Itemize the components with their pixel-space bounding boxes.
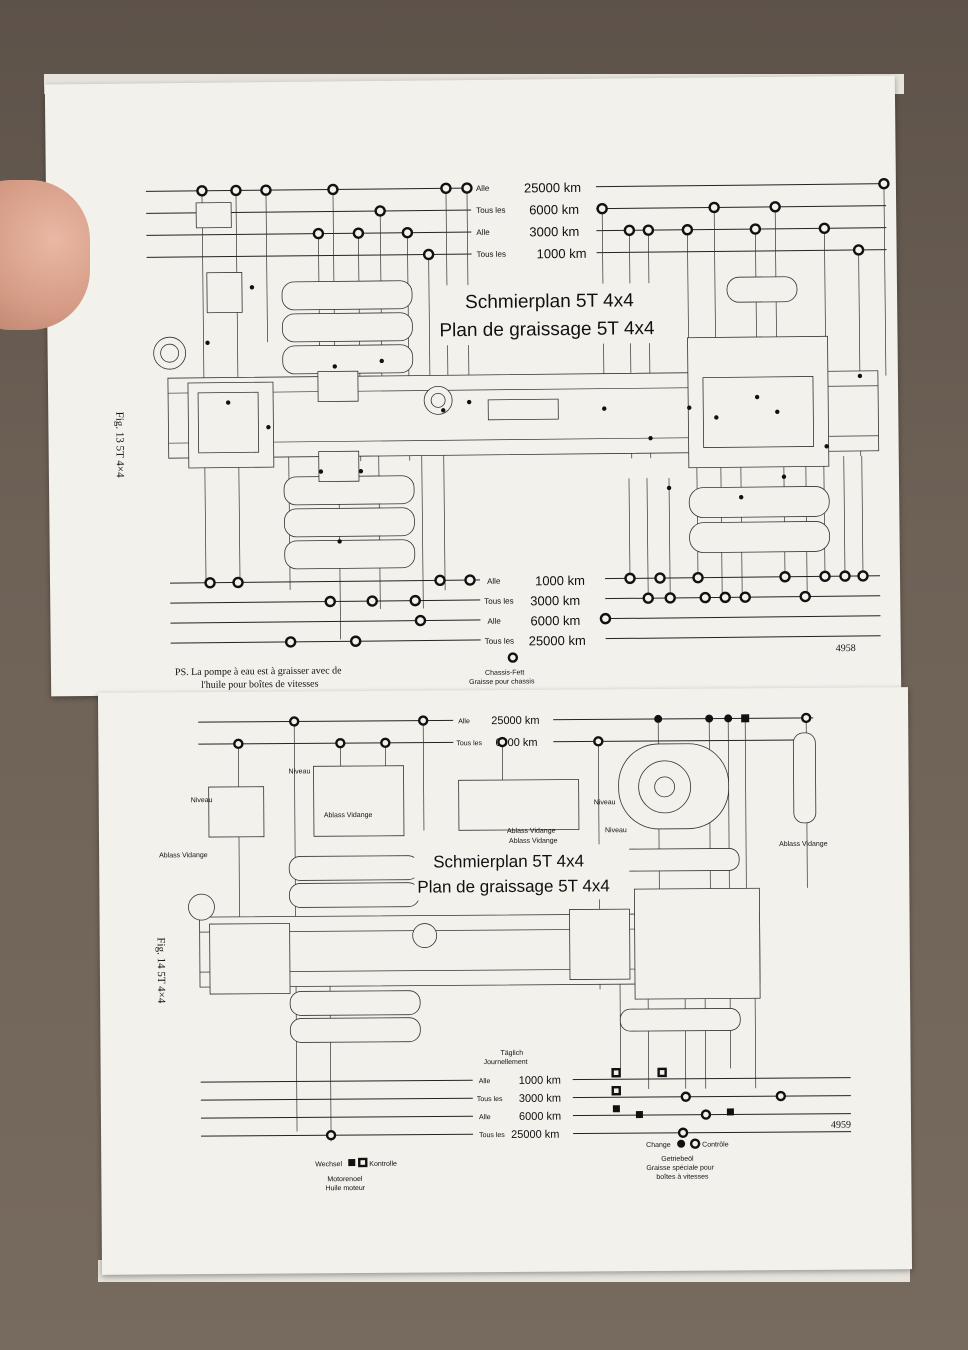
lubrication-chart-page-4958: Alle 25000 km Tous les 6000 km Alle 3000… (44, 75, 902, 697)
legend-line-3: boîtes à vitesses (656, 1174, 709, 1181)
legend-line-1: Getriebeöl (661, 1156, 694, 1163)
interval-prefix: Tous les (479, 1132, 505, 1139)
callout-ablass-vidange: Ablass Vidange (159, 852, 208, 859)
page-number: 4959 (831, 1120, 851, 1131)
legend-change: Change (646, 1142, 671, 1149)
footnote-line-1: PS. La pompe à eau est à graisser avec d… (175, 665, 342, 678)
diagram-title-french: Plan de graissage 5T 4x4 (439, 318, 655, 341)
callout-ablass-vidange: Ablass Vidange (324, 812, 373, 819)
interval-prefix: Alle (479, 1114, 491, 1121)
oil-point-markers-upper (233, 712, 812, 750)
change-square-icon (348, 1159, 356, 1167)
interval-value: 3000 km (519, 1093, 561, 1105)
callout-niveau: Niveau (191, 797, 213, 804)
legend-wechsel: Wechsel (315, 1161, 342, 1168)
legend-line-1: Chassis-Fett (485, 669, 524, 676)
callout-niveau: Niveau (605, 827, 627, 834)
figure-label: Fig. 14 5T 4×4 (155, 937, 167, 1003)
diagram-title-french: Plan de graissage 5T 4x4 (417, 876, 610, 896)
interval-value: 25000 km (511, 1129, 559, 1141)
legend-line-2: Graisse spéciale pour (646, 1165, 714, 1172)
interval-prefix: Tous les (456, 740, 482, 747)
callout-ablass-vidange: Ablass Vidange (779, 841, 828, 848)
interval-prefix: Tous les (476, 206, 505, 215)
control-square-icon (358, 1157, 368, 1168)
daily-label-german: Täglich (500, 1050, 523, 1057)
upper-interval-labels: Alle 25000 km Tous les 6000 km Alle 3000… (476, 180, 587, 262)
interval-value: 1000 km (537, 246, 587, 262)
lower-interval-labels: Alle 1000 km Tous les 3000 km Alle 6000 … (477, 1075, 561, 1141)
lubrication-chart-page-4959: Alle 25000 km Tous les 6000 km (97, 687, 913, 1275)
legend-line-2: Graisse pour chassis (469, 678, 535, 686)
legend-line-2: Huile moteur (325, 1185, 365, 1192)
grease-point-markers-upper (196, 177, 890, 261)
interval-prefix: Tous les (484, 597, 513, 606)
lubrication-diagram-fig14: Alle 25000 km Tous les 6000 km (155, 711, 852, 1192)
lubrication-point-dots (205, 285, 863, 544)
interval-value: 25000 km (524, 180, 581, 196)
interval-value: 1000 km (535, 573, 585, 589)
callout-niveau: Niveau (594, 799, 616, 806)
interval-prefix: Alle (458, 718, 470, 725)
diagram-title-german: Schmierplan 5T 4x4 (433, 851, 584, 871)
interval-prefix: Alle (487, 577, 501, 586)
interval-value: 3000 km (529, 224, 579, 240)
interval-value: 3000 km (530, 593, 580, 609)
chassis-drawing (153, 202, 880, 570)
engine-oil-legend: Wechsel Kontrolle Motorenoel Huile moteu… (315, 1157, 397, 1192)
footnote-line-2: l'huile pour boîtes de vitesses (201, 679, 319, 691)
thumb-holding-page (0, 180, 90, 330)
figure-label: Fig. 13 5T 4×4 (113, 412, 126, 479)
callout-niveau: Niveau (289, 768, 311, 775)
interval-prefix: Tous les (485, 637, 514, 646)
interval-value: 25000 km (491, 715, 539, 727)
interval-prefix: Alle (476, 228, 490, 237)
gear-oil-legend: Change Contrôle Getriebeöl Graisse spéci… (646, 1138, 729, 1181)
legend-controle: Contrôle (702, 1141, 729, 1148)
lower-interval-labels: Alle 1000 km Tous les 3000 km Alle 6000 … (484, 573, 586, 649)
chassis-drawing (188, 732, 817, 1043)
interval-value: 6000 km (529, 202, 579, 218)
grease-point-markers-lower (204, 570, 869, 648)
interval-prefix: Alle (487, 617, 501, 626)
oil-point-markers-lower (325, 1067, 787, 1141)
interval-prefix: Tous les (477, 250, 506, 259)
daily-label-french: Journellement (484, 1059, 528, 1066)
lubrication-diagram-fig13: Alle 25000 km Tous les 6000 km Alle 3000… (113, 176, 890, 691)
interval-prefix: Alle (476, 184, 490, 193)
change-circle-icon (677, 1139, 686, 1148)
callout-ablass-vidange: Ablass Vidange (507, 828, 556, 835)
legend-kontrolle: Kontrolle (369, 1161, 397, 1168)
diagram-title-german: Schmierplan 5T 4x4 (465, 290, 634, 313)
legend-line-1: Motorenoel (327, 1176, 363, 1183)
interval-value: 6000 km (519, 1111, 561, 1123)
callout-labels: Niveau Niveau Niveau Niveau Ablass Vidan… (159, 768, 828, 859)
interval-value: 6000 km (530, 613, 580, 629)
interval-value: 1000 km (519, 1075, 561, 1087)
interval-prefix: Alle (479, 1078, 491, 1085)
interval-value: 25000 km (529, 633, 586, 649)
callout-ablass-vidange: Ablass Vidange (509, 838, 558, 845)
interval-prefix: Tous les (477, 1096, 503, 1103)
page-number: 4958 (836, 643, 856, 654)
control-circle-icon (689, 1138, 701, 1149)
